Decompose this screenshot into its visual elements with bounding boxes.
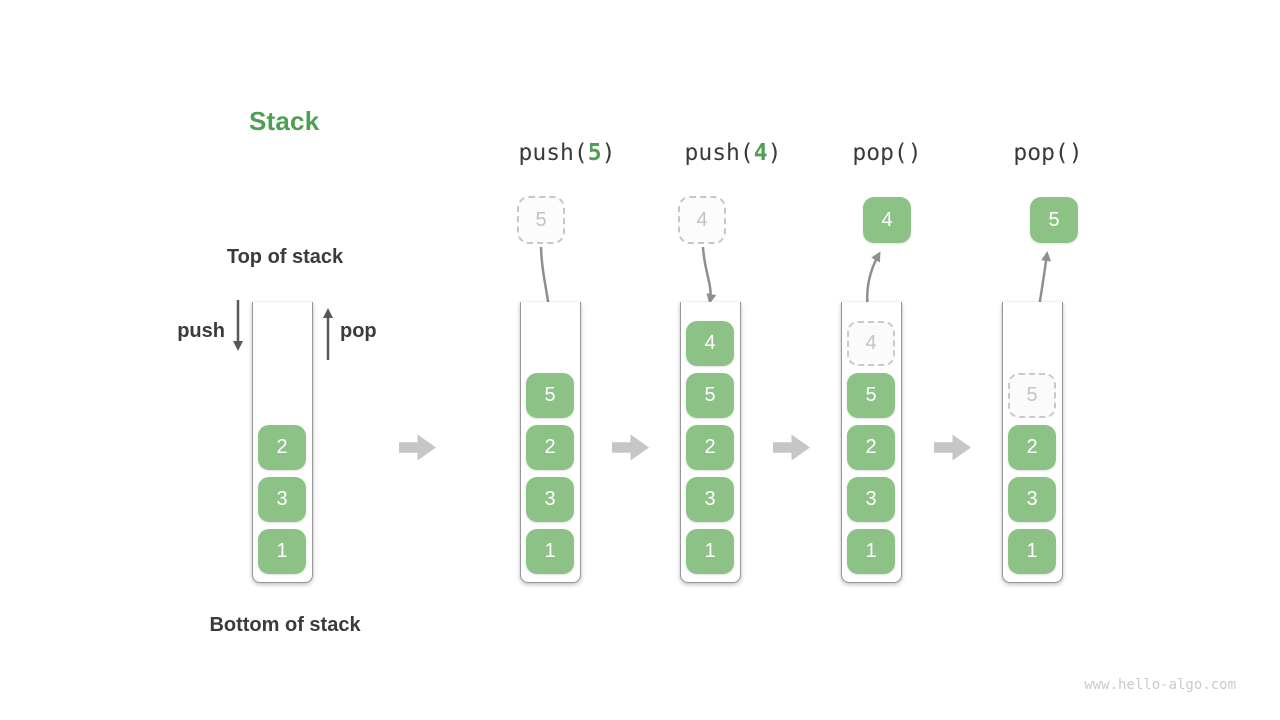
transition-arrow-icon: [773, 434, 810, 461]
stack-element: 1: [847, 529, 895, 574]
stack-element: 4: [686, 321, 734, 366]
stack-element: 5: [686, 373, 734, 418]
removed-element-ghost: 4: [847, 321, 895, 366]
incoming-element-dashed: 4: [678, 196, 726, 244]
op-fn-text: pop(): [852, 140, 922, 166]
stack-element: 2: [526, 425, 574, 470]
transition-arrow-icon: [934, 434, 971, 461]
operation-label-pop2: pop(): [958, 140, 1138, 166]
stack-element: 2: [258, 425, 306, 470]
stack-element: 3: [847, 477, 895, 522]
removed-element-ghost: 5: [1008, 373, 1056, 418]
stack-element: 1: [526, 529, 574, 574]
popped-element: 5: [1030, 197, 1078, 243]
stack-element: 3: [526, 477, 574, 522]
stack-element: 1: [1008, 529, 1056, 574]
stack-element: 1: [686, 529, 734, 574]
operation-label-push4: push(4): [643, 140, 823, 166]
op-fn-text: push(: [684, 140, 754, 166]
operation-label-push5: push(5): [477, 140, 657, 166]
stack-element: 1: [258, 529, 306, 574]
operation-label-pop1: pop(): [797, 140, 977, 166]
op-arg-text: 5: [587, 140, 602, 166]
bottom-of-stack-label: Bottom of stack: [209, 614, 361, 636]
transition-arrow-icon: [399, 434, 436, 461]
push-label: push: [177, 320, 225, 342]
transition-arrow-icon: [612, 434, 649, 461]
popped-element: 4: [863, 197, 911, 243]
stack-element: 3: [1008, 477, 1056, 522]
stack-element: 5: [847, 373, 895, 418]
top-of-stack-label: Top of stack: [226, 246, 344, 268]
op-arg-text: 4: [753, 140, 768, 166]
op-fn-text: pop(): [1013, 140, 1083, 166]
op-fn-text: ): [767, 140, 782, 166]
push4-curve-arrow-icon: [701, 246, 717, 304]
stack-element: 5: [526, 373, 574, 418]
incoming-element-dashed: 5: [517, 196, 565, 244]
diagram-title: Stack: [249, 106, 320, 136]
pop-label: pop: [340, 320, 377, 342]
stack-element: 2: [847, 425, 895, 470]
stack-element: 3: [686, 477, 734, 522]
stack-element: 2: [1008, 425, 1056, 470]
stack-element: 3: [258, 477, 306, 522]
watermark: www.hello-algo.com: [1084, 677, 1236, 693]
op-fn-text: push(: [518, 140, 588, 166]
op-fn-text: ): [601, 140, 616, 166]
stack-element: 2: [686, 425, 734, 470]
